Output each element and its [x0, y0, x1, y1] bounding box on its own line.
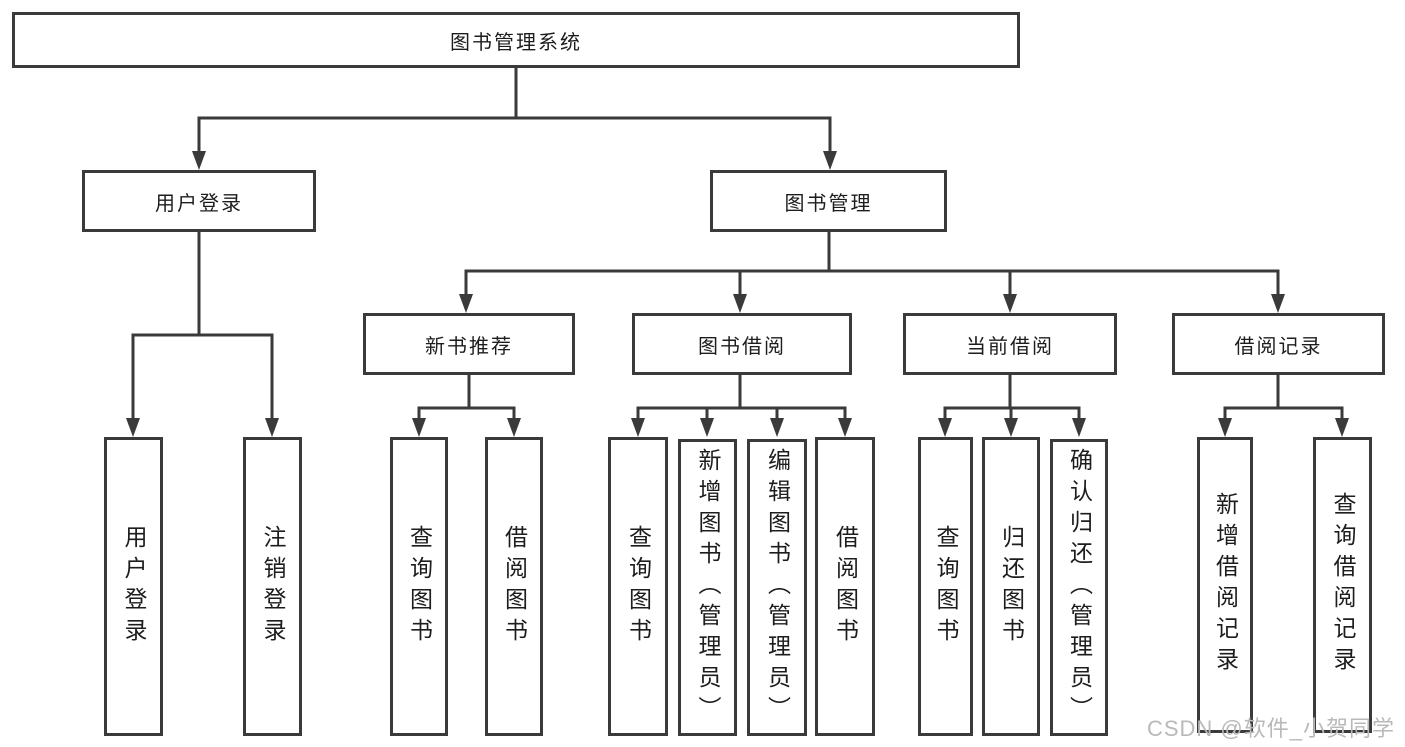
leaf-label: 新增借阅记录	[1212, 492, 1239, 678]
leaf-label: 注销登录	[260, 524, 286, 649]
leaf-add-borrow-record: 新增借阅记录	[1197, 437, 1253, 733]
leaf-borrow-books-borrowing: 借阅图书	[815, 437, 875, 736]
node-library-system-root: 图书管理系统	[12, 12, 1020, 68]
node-label: 图书管理	[784, 192, 873, 215]
leaf-label: 确认归还（管理员）	[1066, 448, 1093, 727]
node-book-borrowing: 图书借阅	[632, 313, 852, 375]
node-label: 图书借阅	[698, 335, 786, 358]
leaf-query-books-recommend: 查询图书	[390, 437, 448, 736]
leaf-label: 编辑图书（管理员）	[764, 448, 791, 727]
leaf-return-books: 归还图书	[982, 437, 1040, 736]
leaf-user-login: 用户登录	[104, 437, 163, 736]
node-current-borrowing: 当前借阅	[903, 313, 1117, 375]
node-label: 用户登录	[155, 192, 243, 215]
leaf-label: 查询图书	[933, 524, 959, 649]
leaf-label: 查询图书	[625, 524, 652, 649]
node-user-login-branch: 用户登录	[82, 170, 316, 232]
node-book-management-branch: 图书管理	[710, 170, 947, 232]
leaf-label: 用户登录	[121, 524, 147, 649]
leaf-query-books-current: 查询图书	[918, 437, 973, 736]
leaf-label: 归还图书	[998, 524, 1025, 649]
leaf-label: 新增图书（管理员）	[695, 448, 721, 727]
leaf-logout: 注销登录	[243, 437, 302, 736]
leaf-label: 借阅图书	[832, 524, 859, 649]
leaf-edit-book-admin: 编辑图书（管理员）	[747, 439, 807, 736]
leaf-query-borrow-record: 查询借阅记录	[1313, 437, 1372, 733]
node-label: 当前借阅	[966, 335, 1054, 358]
leaf-add-book-admin: 新增图书（管理员）	[678, 439, 737, 736]
node-label: 图书管理系统	[450, 31, 582, 54]
leaf-query-books-borrowing: 查询图书	[608, 437, 668, 736]
leaf-label: 查询借阅记录	[1330, 492, 1356, 678]
leaf-borrow-books-recommend: 借阅图书	[485, 437, 543, 736]
node-label: 新书推荐	[425, 335, 513, 358]
leaf-label: 借阅图书	[501, 524, 528, 649]
node-label: 借阅记录	[1234, 335, 1323, 358]
node-borrowing-records: 借阅记录	[1172, 313, 1385, 375]
leaf-confirm-return-admin: 确认归还（管理员）	[1050, 439, 1108, 736]
leaf-label: 查询图书	[406, 524, 433, 649]
csdn-watermark: CSDN @软件_小贺同学	[1146, 716, 1395, 741]
node-new-book-recommendation: 新书推荐	[363, 313, 575, 375]
